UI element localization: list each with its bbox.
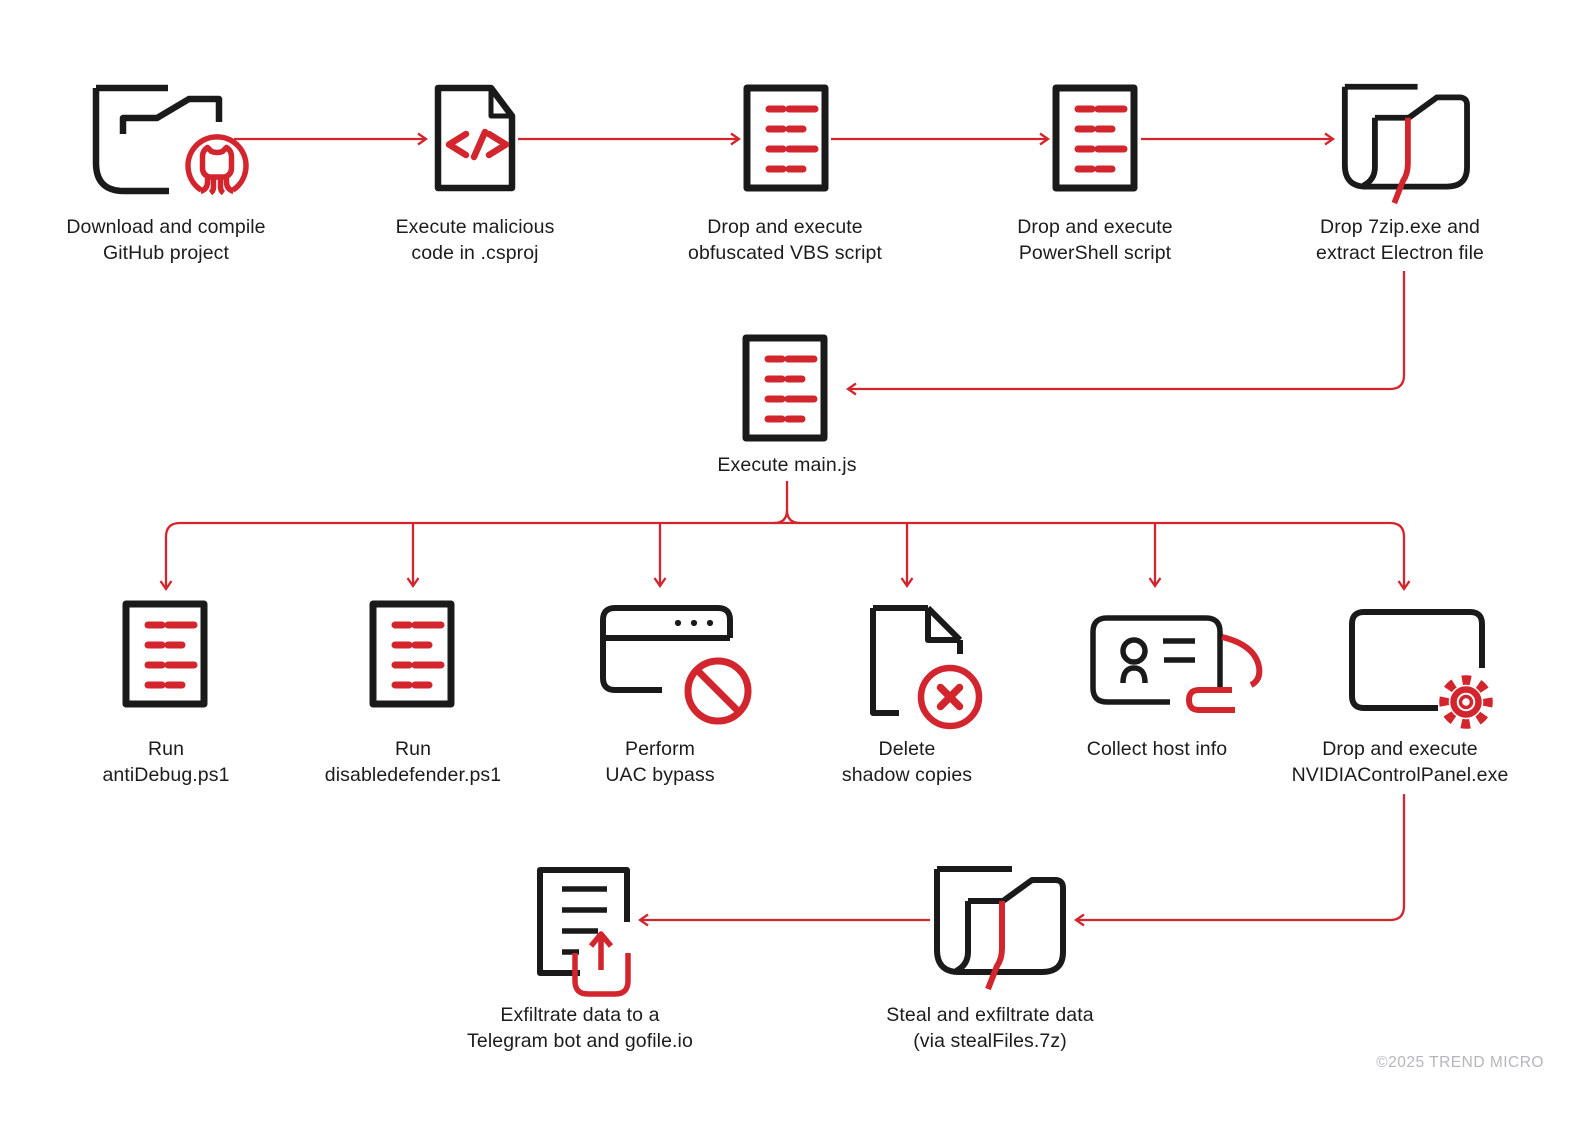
script-file-icon [742, 334, 828, 442]
script-file-icon [369, 600, 455, 708]
blocked-window-icon [600, 604, 756, 728]
script-file-icon [743, 84, 829, 192]
delete-file-icon [866, 604, 990, 734]
app-gear-icon [1349, 606, 1502, 737]
zip-folder-icon [928, 860, 1068, 992]
script-file-icon [1052, 84, 1138, 192]
script-file-icon [122, 600, 208, 708]
label-mainjs: Execute main.js [717, 454, 857, 476]
upload-file-icon [536, 862, 636, 998]
github-folder-icon [90, 78, 252, 200]
label-hostinfo: Collect host info [1086, 738, 1228, 760]
id-card-icon [1085, 610, 1265, 714]
code-file-icon [433, 83, 517, 193]
label-steal: Steal and exfiltrate data(via stealFiles… [886, 1004, 1094, 1052]
zip-folder-icon [1336, 78, 1472, 206]
copyright-text: ©2025 TREND MICRO [1376, 1054, 1544, 1071]
